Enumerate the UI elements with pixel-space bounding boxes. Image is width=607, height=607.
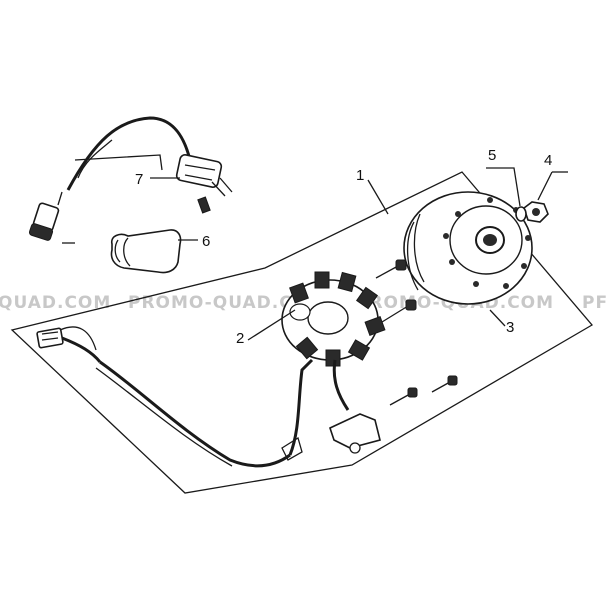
watermark-center: PROMO-QUAD.COM — [128, 293, 327, 313]
callout-4: 4 — [544, 152, 552, 169]
callout-6: 6 — [202, 233, 210, 250]
assembly-outline — [10, 171, 593, 494]
callout-3: 3 — [506, 319, 514, 336]
rubber-boot — [110, 229, 182, 274]
bolt — [431, 375, 458, 393]
flywheel — [403, 191, 533, 305]
washer — [515, 206, 527, 222]
pickup-coil — [329, 359, 381, 454]
bolt — [389, 387, 418, 406]
spark-plug-cap — [28, 191, 75, 244]
bolt — [375, 259, 407, 279]
callout-7: 7 — [135, 171, 143, 188]
callout-1: 1 — [356, 167, 364, 184]
leader-line-3 — [489, 309, 506, 327]
watermark-edge: PF — [582, 293, 607, 313]
callout-5: 5 — [488, 147, 496, 164]
watermark-left: QUAD.COM — [0, 293, 112, 313]
callout-2: 2 — [236, 330, 244, 347]
leader-line-5 — [486, 167, 521, 207]
leader-line-4 — [537, 171, 553, 201]
leader-line-1 — [367, 179, 389, 215]
leader-line-2 — [247, 309, 296, 341]
nut — [523, 201, 549, 223]
stator — [281, 271, 386, 367]
wiring-harness — [36, 326, 314, 468]
bolt — [381, 299, 417, 323]
ignition-coil — [66, 116, 233, 214]
